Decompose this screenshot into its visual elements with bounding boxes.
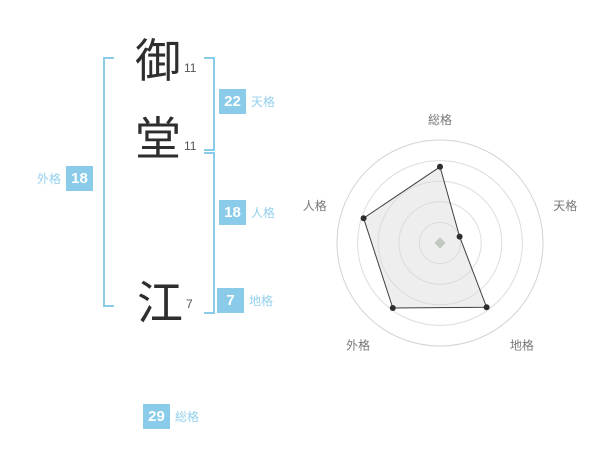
soukaku-label: 総格 [175, 409, 200, 424]
name-char-1: 御 [135, 35, 181, 87]
gaikaku-bracket [103, 57, 114, 307]
chikaku-value-badge: 7 [217, 288, 244, 313]
radar-axis-label: 地格 [510, 337, 534, 352]
chikaku-label: 地格 [249, 293, 274, 308]
radar-grid-ring [398, 201, 482, 285]
gaikaku-row: 外格 18 [37, 166, 94, 191]
stroke-count-2: 11 [184, 139, 197, 153]
radar-axis-label: 天格 [553, 198, 577, 213]
jinkaku-bracket [204, 152, 215, 314]
name-char-3: 江 [137, 277, 183, 329]
gaikaku-value-badge: 18 [66, 166, 94, 191]
radar-grid-ring [377, 180, 503, 306]
radar-data-polygon [363, 165, 488, 309]
name-char-2: 堂 [135, 113, 181, 165]
tenkaku-bracket [204, 57, 215, 151]
radar-data-point [389, 305, 396, 311]
soukaku-value-badge: 29 [143, 404, 170, 429]
radar-data-point [360, 215, 367, 222]
tenkaku-label: 天格 [251, 94, 276, 109]
radar-axis-label: 人格 [303, 198, 327, 213]
chikaku-row: 7 地格 [217, 288, 273, 313]
radar-grid-ring [336, 139, 544, 347]
radar-axis-label: 総格 [428, 112, 452, 127]
radar-data-point [456, 233, 463, 240]
jinkaku-label: 人格 [251, 205, 276, 220]
radar-axis-label: 外格 [346, 337, 370, 352]
gaikaku-label: 外格 [37, 171, 62, 186]
tenkaku-value-badge: 22 [219, 89, 246, 114]
radar-grid-ring [357, 160, 523, 326]
radar-data-point [437, 163, 443, 170]
tenkaku-row: 22 天格 [219, 89, 275, 114]
stroke-count-1: 11 [184, 61, 197, 75]
jinkaku-value-badge: 18 [219, 200, 246, 225]
radar-data-point [483, 304, 490, 311]
stroke-count-3: 7 [186, 297, 193, 311]
radar-grid-ring [418, 221, 462, 265]
radar-center-marker [434, 237, 446, 249]
jinkaku-row: 18 人格 [219, 200, 275, 225]
soukaku-row: 29 総格 [143, 404, 199, 429]
